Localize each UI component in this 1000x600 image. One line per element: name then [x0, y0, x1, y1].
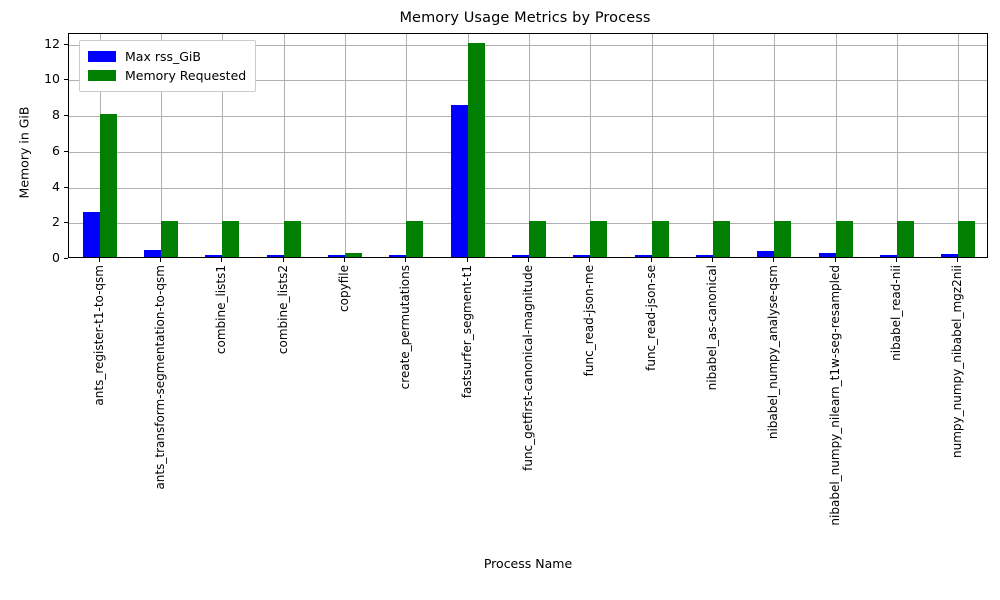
- bar-max-rss: [818, 252, 836, 257]
- bar-max-rss: [450, 105, 468, 257]
- x-tick-mark: [528, 258, 529, 262]
- x-tick-mark: [467, 258, 468, 262]
- legend-label: Memory Requested: [125, 68, 247, 83]
- x-tick-label: fastsurfer_segment-t1: [460, 265, 474, 399]
- y-tick-mark: [64, 258, 68, 259]
- x-tick-mark: [589, 258, 590, 262]
- x-tick-mark: [835, 258, 836, 262]
- bar-memory-requested: [590, 221, 608, 257]
- x-tick-mark: [651, 258, 652, 262]
- gridline-vertical: [222, 34, 223, 257]
- gridline-vertical: [406, 34, 407, 257]
- gridline-vertical: [345, 34, 346, 257]
- x-tick-mark: [160, 258, 161, 262]
- gridline-horizontal: [69, 151, 987, 153]
- x-tick-mark: [99, 258, 100, 262]
- plot-area: [68, 33, 988, 258]
- y-tick-label: 0: [52, 249, 60, 265]
- gridline-vertical: [897, 34, 898, 257]
- gridline-horizontal: [69, 187, 987, 189]
- gridline-vertical: [529, 34, 530, 257]
- bar-memory-requested: [345, 253, 362, 257]
- bar-max-rss: [696, 255, 713, 257]
- bar-max-rss: [512, 255, 529, 257]
- bar-memory-requested: [835, 221, 853, 257]
- x-tick-label: func_read-json-me: [582, 265, 596, 377]
- bar-memory-requested: [161, 221, 178, 257]
- bar-max-rss: [328, 255, 345, 257]
- x-tick-label: combine_lists2: [276, 265, 290, 355]
- y-axis-label: Memory in GiB: [16, 106, 32, 199]
- x-tick-mark: [773, 258, 774, 262]
- chart-title: Memory Usage Metrics by Process: [399, 10, 651, 26]
- bar-memory-requested: [283, 221, 301, 257]
- bar-memory-requested: [222, 221, 240, 257]
- gridline-vertical: [713, 34, 714, 257]
- bar-max-rss: [880, 255, 897, 257]
- gridline-vertical: [774, 34, 775, 257]
- gridline-horizontal: [69, 44, 987, 46]
- x-tick-mark: [221, 258, 222, 262]
- legend-item: Memory Requested: [88, 66, 246, 85]
- gridline-vertical: [161, 34, 162, 257]
- legend-swatch-max-rss: [88, 51, 116, 62]
- y-tick-label: 10: [44, 71, 60, 87]
- x-tick-label: nibabel_as-canonical: [705, 265, 719, 391]
- x-tick-label: combine_lists1: [214, 265, 228, 355]
- bar-max-rss: [205, 255, 223, 257]
- legend-swatch-memory-requested: [88, 70, 116, 81]
- x-tick-label: nibabel_numpy_nilearn_t1w-seg-resampled: [828, 265, 842, 526]
- x-tick-label: ants_transform-segmentation-to-qsm: [153, 265, 167, 490]
- bar-memory-requested: [467, 42, 485, 257]
- x-tick-mark: [712, 258, 713, 262]
- bars-layer: [69, 34, 987, 257]
- x-tick-label: nibabel_numpy_analyse-qsm: [766, 265, 780, 440]
- gridline-vertical: [284, 34, 285, 257]
- bar-max-rss: [266, 255, 284, 257]
- bar-memory-requested: [529, 221, 546, 257]
- legend-label: Max rss_GiB: [125, 49, 201, 64]
- legend-item: Max rss_GiB: [88, 47, 246, 66]
- y-tick-label: 2: [52, 214, 60, 230]
- gridline-horizontal: [69, 223, 987, 225]
- gridline-vertical: [958, 34, 959, 257]
- x-tick-mark: [896, 258, 897, 262]
- bar-max-rss: [941, 254, 959, 257]
- bar-memory-requested: [958, 221, 976, 257]
- bar-memory-requested: [651, 221, 669, 257]
- gridline-vertical: [652, 34, 653, 257]
- gridline-vertical: [836, 34, 837, 257]
- x-tick-label: create_permutations: [398, 265, 412, 390]
- y-tick-label: 6: [52, 142, 60, 158]
- bar-memory-requested: [713, 221, 730, 257]
- bar-memory-requested: [99, 114, 117, 257]
- bar-memory-requested: [406, 221, 424, 257]
- bar-memory-requested: [897, 221, 914, 257]
- y-tick-label: 4: [52, 178, 60, 194]
- gridline-horizontal: [69, 116, 987, 118]
- y-tick-label: 8: [52, 106, 60, 122]
- x-tick-label: nibabel_read-nii: [889, 265, 903, 361]
- bar-max-rss: [757, 250, 775, 257]
- bar-max-rss: [82, 212, 100, 257]
- gridline-horizontal: [69, 80, 987, 82]
- x-tick-mark: [957, 258, 958, 262]
- bar-max-rss: [573, 255, 591, 257]
- bar-memory-requested: [774, 221, 792, 257]
- x-tick-label: func_getfirst-canonical-magnitude: [521, 265, 535, 471]
- chart-legend: Max rss_GiB Memory Requested: [79, 40, 257, 92]
- y-tick-label: 12: [44, 35, 60, 51]
- x-tick-label: func_read-json-se: [644, 265, 658, 371]
- x-tick-label: ants_register-t1-to-qsm: [92, 265, 106, 406]
- x-tick-label: copyfile: [337, 265, 351, 312]
- bar-max-rss: [389, 255, 407, 257]
- gridline-vertical: [590, 34, 591, 257]
- bar-max-rss: [144, 249, 161, 257]
- x-axis-label: Process Name: [483, 556, 573, 571]
- bar-max-rss: [634, 255, 652, 257]
- x-tick-mark: [344, 258, 345, 262]
- x-tick-label: numpy_numpy_nibabel_mgz2nii: [950, 265, 964, 458]
- x-tick-mark: [283, 258, 284, 262]
- x-tick-mark: [405, 258, 406, 262]
